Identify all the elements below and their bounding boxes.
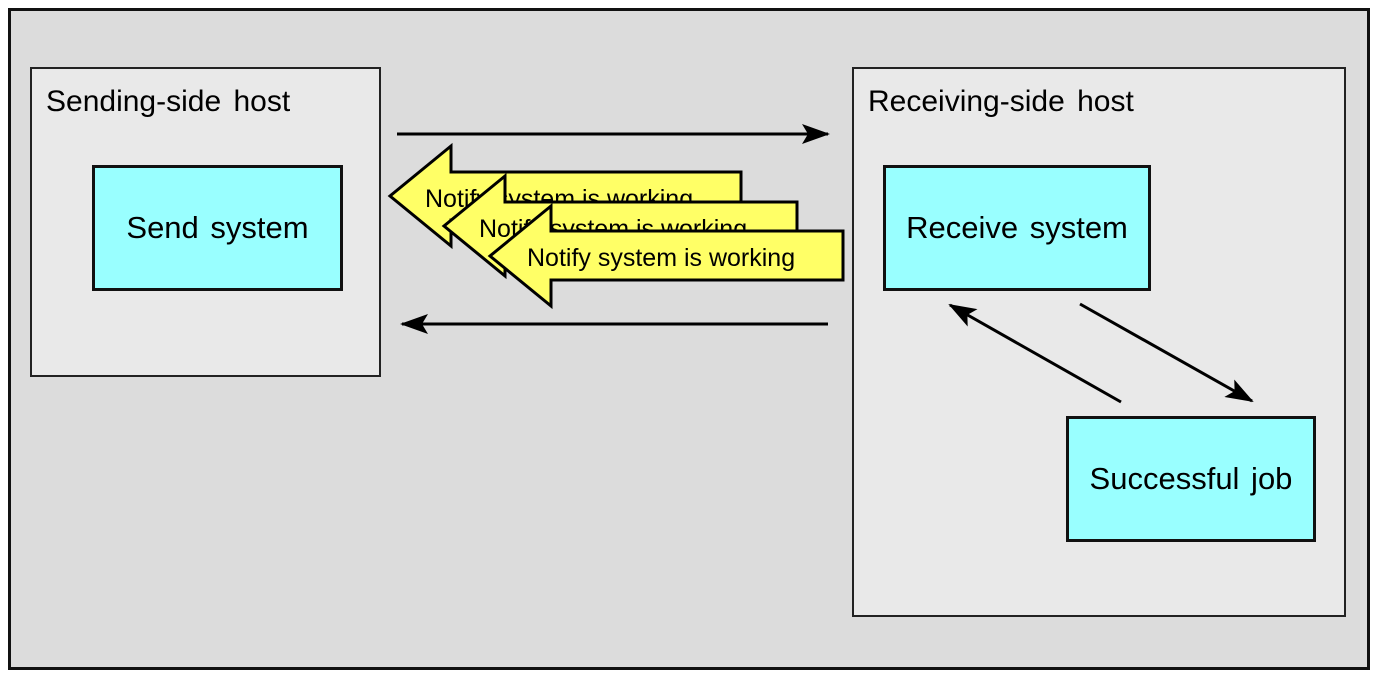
sending-side-host: Sending-side host Send system <box>30 67 381 377</box>
successful-job-box: Successful job <box>1066 416 1316 542</box>
receive-system-label: Receive system <box>906 210 1128 245</box>
receive-to-job-arrow <box>1079 302 1254 403</box>
send-system-box: Send system <box>92 165 343 291</box>
notify-text-3: Notify system is working <box>527 244 795 272</box>
sending-host-label: Sending-side host <box>46 85 291 118</box>
successful-job-label: Successful job <box>1089 461 1293 496</box>
send-system-label: Send system <box>126 210 309 245</box>
receiving-side-host: Receiving-side host Receive system Succe… <box>852 67 1346 617</box>
receive-system-box: Receive system <box>883 165 1151 291</box>
receiving-host-label: Receiving-side host <box>868 85 1134 118</box>
job-to-receive-arrow <box>948 303 1122 404</box>
notify-arrow-3: Notify system is working <box>487 202 845 310</box>
